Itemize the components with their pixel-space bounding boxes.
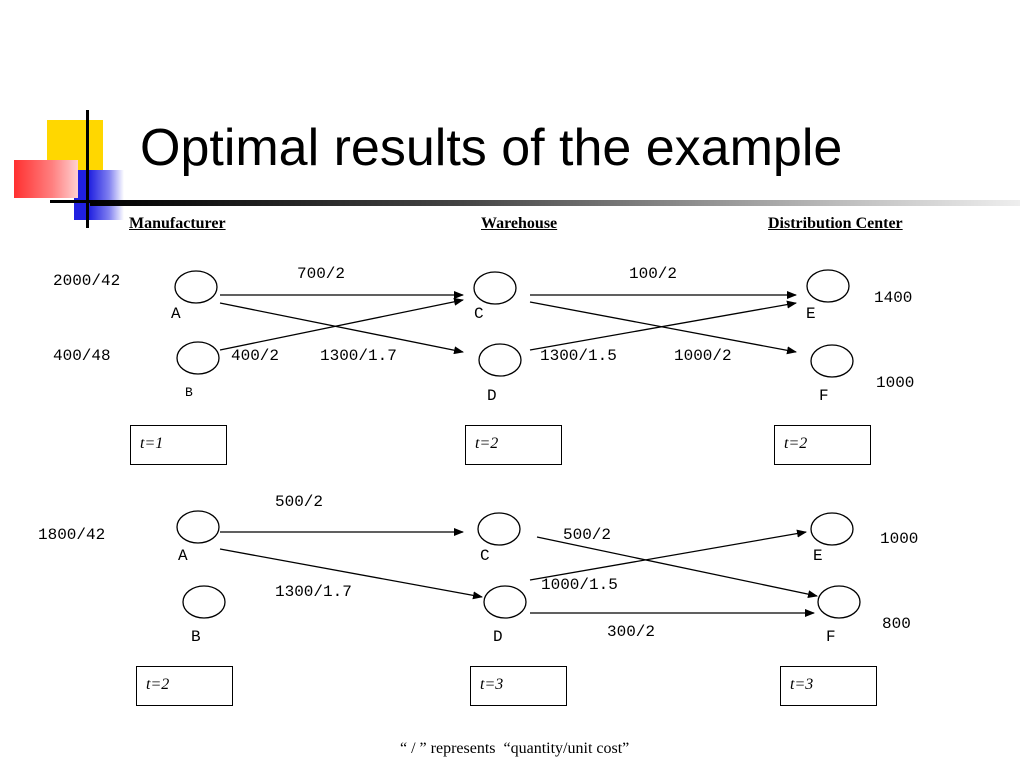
node-label-p2-c: C <box>480 547 490 565</box>
node-label-p1-f: F <box>819 387 829 405</box>
node-label-p1-e: E <box>806 305 816 323</box>
node-p1-b <box>176 341 220 375</box>
flow-label-p1-c-f: 1000/2 <box>674 347 732 365</box>
logo-graphic <box>0 0 140 240</box>
footnote: “ / ” represents “quantity/unit cost” <box>400 740 630 757</box>
demand-label-p2-e: 1000 <box>880 530 919 548</box>
flow-label-p2-a-c: 500/2 <box>275 493 324 511</box>
node-p2-c <box>477 512 521 546</box>
logo-red-square <box>14 160 78 198</box>
header-manufacturer: Manufacturer <box>129 215 226 232</box>
node-p1-a <box>174 270 218 304</box>
header-distribution-center: Distribution Center <box>768 215 903 232</box>
node-label-p2-b: B <box>191 628 201 646</box>
node-p2-d <box>483 585 527 619</box>
node-label-p1-a: A <box>171 305 181 323</box>
node-p1-f <box>810 344 854 378</box>
time-box-p1-manufacturer: t=1 <box>130 425 227 465</box>
logo-vertical-line <box>86 110 89 228</box>
demand-label-p1-f: 1000 <box>876 374 915 392</box>
page-title: Optimal results of the example <box>140 119 843 177</box>
flow-label-p1-c-e: 100/2 <box>629 265 678 283</box>
flow-label-p2-d-f: 300/2 <box>607 623 656 641</box>
arrow-p2-a-d <box>219 548 483 600</box>
node-p2-b <box>182 585 226 619</box>
flow-label-p2-d-e: 1000/1.5 <box>541 576 618 594</box>
node-label-p2-e: E <box>813 547 823 565</box>
title-rule <box>90 200 1020 206</box>
supply-label-p2-a: 1800/42 <box>38 526 106 544</box>
node-p2-a <box>176 510 220 544</box>
demand-label-p2-f: 800 <box>882 615 911 633</box>
supply-label-p1-a: 2000/42 <box>53 272 121 290</box>
node-label-p1-d: D <box>487 387 497 405</box>
node-label-p1-c: C <box>474 305 484 323</box>
arrow-p2-c-f <box>536 536 818 599</box>
node-p2-e <box>810 512 854 546</box>
time-box-p1-warehouse: t=2 <box>465 425 562 465</box>
flow-label-p2-c-f: 500/2 <box>563 526 612 544</box>
arrow-p1-a-d <box>219 302 464 355</box>
node-p1-c <box>473 271 517 305</box>
flow-label-p2-a-d: 1300/1.7 <box>275 583 352 601</box>
supply-label-p1-b: 400/48 <box>53 347 111 365</box>
time-box-p2-distribution: t=3 <box>780 666 877 706</box>
flow-label-p1-d-e: 1300/1.5 <box>540 347 617 365</box>
arrow-p1-d-e <box>529 300 797 351</box>
time-box-p2-manufacturer: t=2 <box>136 666 233 706</box>
demand-label-p1-e: 1400 <box>874 289 913 307</box>
node-p1-e <box>806 269 850 303</box>
header-warehouse: Warehouse <box>481 215 558 232</box>
logo-blue-square <box>74 170 124 220</box>
flow-label-p1-a-c: 700/2 <box>297 265 346 283</box>
node-label-p2-f: F <box>826 628 836 646</box>
time-box-p2-warehouse: t=3 <box>470 666 567 706</box>
node-p1-d <box>478 343 522 377</box>
node-label-p2-d: D <box>493 628 503 646</box>
node-p2-f <box>817 585 861 619</box>
flow-label-p1-b-c: 400/2 <box>231 347 280 365</box>
time-box-p1-distribution: t=2 <box>774 425 871 465</box>
flow-label-p1-a-d: 1300/1.7 <box>320 347 397 365</box>
node-label-p1-b: B <box>185 385 193 400</box>
logo-horizontal-line <box>50 200 120 203</box>
node-label-p2-a: A <box>178 547 188 565</box>
arrow-p1-b-c <box>219 297 464 351</box>
arrow-p2-d-e <box>529 529 807 581</box>
